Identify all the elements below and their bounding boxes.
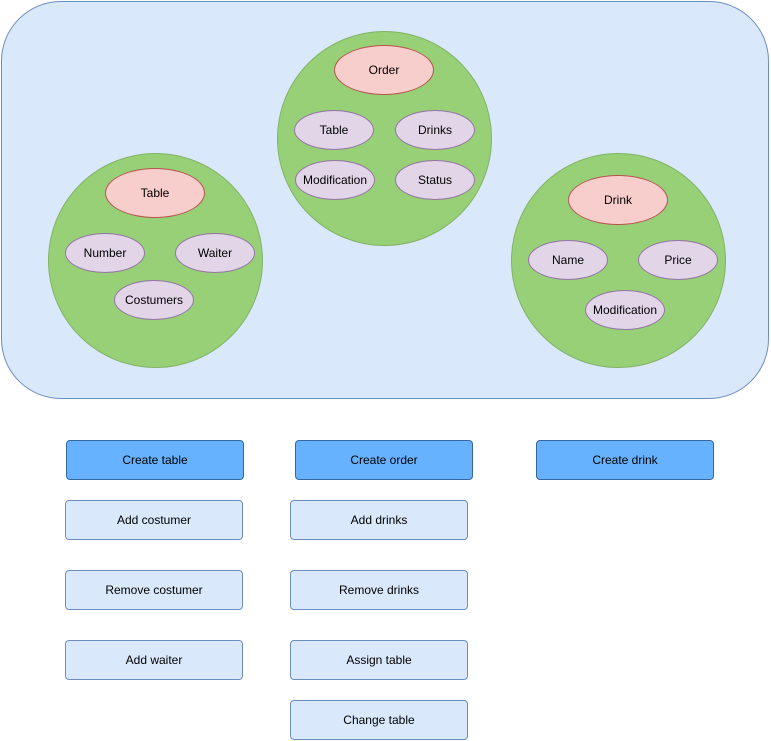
order-attr-table: Table xyxy=(294,110,374,150)
order-entity-title: Order xyxy=(334,45,434,95)
table-attr-costumers: Costumers xyxy=(114,280,194,320)
assign-table-button[interactable]: Assign table xyxy=(290,640,468,680)
drink-attr-modification: Modification xyxy=(585,290,665,330)
create-order-button[interactable]: Create order xyxy=(295,440,473,480)
remove-costumer-button[interactable]: Remove costumer xyxy=(65,570,243,610)
add-drinks-button[interactable]: Add drinks xyxy=(290,500,468,540)
order-attr-modification: Modification xyxy=(295,160,375,200)
order-attr-drinks: Drinks xyxy=(395,110,475,150)
change-table-button[interactable]: Change table xyxy=(290,700,468,740)
create-table-button[interactable]: Create table xyxy=(66,440,244,480)
order-attr-status: Status xyxy=(395,160,475,200)
remove-drinks-button[interactable]: Remove drinks xyxy=(290,570,468,610)
add-waiter-button[interactable]: Add waiter xyxy=(65,640,243,680)
drink-attr-price: Price xyxy=(638,240,718,280)
table-attr-number: Number xyxy=(65,233,145,273)
add-costumer-button[interactable]: Add costumer xyxy=(65,500,243,540)
drink-attr-name: Name xyxy=(528,240,608,280)
drink-entity-title: Drink xyxy=(568,175,668,225)
create-drink-button[interactable]: Create drink xyxy=(536,440,714,480)
table-attr-waiter: Waiter xyxy=(175,233,255,273)
table-entity-title: Table xyxy=(105,168,205,218)
